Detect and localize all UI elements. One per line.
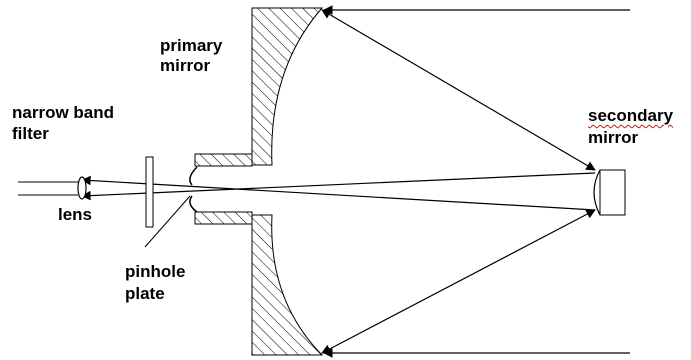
mount-block-upper xyxy=(194,153,253,167)
secondary-mirror-label-line2: mirror xyxy=(588,128,639,147)
primary-mirror-upper xyxy=(251,7,324,166)
secondary-mirror-label-line1: secondary xyxy=(588,106,674,125)
primary-mirror-label-line2: mirror xyxy=(160,56,211,75)
filter-label-line2: filter xyxy=(12,124,49,143)
reflected-ray-top xyxy=(321,9,596,171)
secondary-mirror-body xyxy=(599,169,626,216)
pinhole-plate-label-line2: plate xyxy=(125,284,165,303)
filter-label-line1: narrow band xyxy=(12,103,115,122)
lens xyxy=(77,176,87,200)
lens-label: lens xyxy=(58,205,93,224)
mount-block-lower xyxy=(194,211,253,225)
pinhole-plate-label-line1: pinhole xyxy=(125,262,186,281)
converging-ray-upper xyxy=(81,172,596,201)
narrow-band-filter xyxy=(145,156,154,228)
reflected-ray-bottom xyxy=(321,209,596,354)
primary-mirror-lower xyxy=(251,214,324,356)
primary-mirror-label-line1: primary xyxy=(160,36,223,55)
converging-ray-lower xyxy=(81,175,596,211)
pinhole-plate xyxy=(189,166,198,213)
secondary-mirror-face xyxy=(593,169,601,216)
pinhole-plate-leader xyxy=(144,195,191,248)
